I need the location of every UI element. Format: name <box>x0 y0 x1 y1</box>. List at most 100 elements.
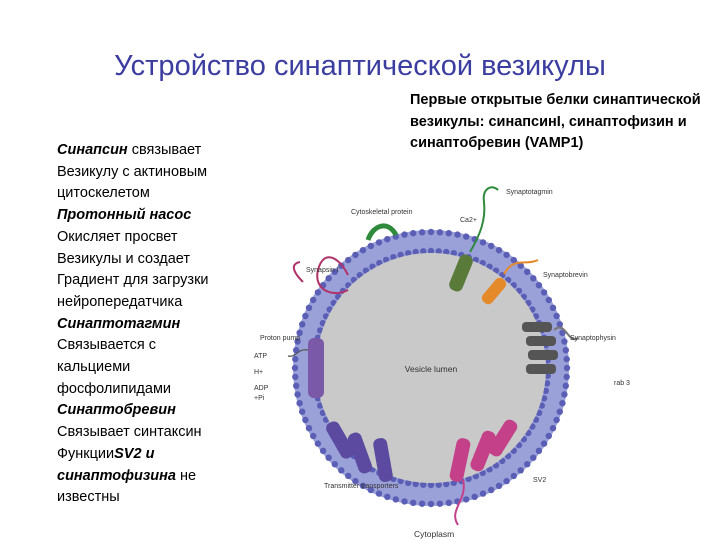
lipid-head <box>314 440 322 447</box>
lipid-head <box>545 296 552 304</box>
lipid-head <box>325 454 332 461</box>
lipid-head <box>325 275 332 282</box>
description-line: Протонный насос <box>57 205 267 227</box>
lipid-head <box>427 247 435 255</box>
vesicle-lumen <box>316 253 546 483</box>
lipid-head <box>495 247 503 254</box>
lipid-head <box>352 251 359 259</box>
line-text: нейропередатчика <box>57 293 183 310</box>
lipid-head <box>436 229 444 236</box>
lipid-head <box>540 289 548 296</box>
synaptic-vesicle-diagram: Vesicle lumen Synaptotagmin Cytoskeletal… <box>254 186 630 539</box>
line-text: фосфолипидами <box>57 380 172 397</box>
lipid-head <box>384 236 391 243</box>
protein-name: синаптофизина <box>57 467 176 484</box>
lipid-head <box>463 233 470 240</box>
description-line: Синаптотагмин <box>57 314 267 336</box>
lipid-head <box>545 432 552 440</box>
lipid-head <box>553 416 560 424</box>
lipid-head <box>488 242 495 250</box>
lipid-head <box>549 425 557 432</box>
lipid-head <box>331 268 338 275</box>
lipid-head <box>553 312 560 320</box>
synapsin-protein <box>292 256 349 295</box>
lipid-head <box>405 250 412 257</box>
description-line: Связывается с <box>57 335 267 357</box>
lipid-head <box>510 256 517 264</box>
transmitter-transporter <box>326 421 393 482</box>
lipid-head <box>384 493 391 500</box>
lipid-head <box>562 382 569 389</box>
lipid-head <box>542 387 549 394</box>
lipid-head <box>296 400 303 407</box>
lipid-head <box>401 231 408 238</box>
lipid-head <box>427 500 435 508</box>
synaptobrevin-label: Synaptobrevin <box>543 272 588 279</box>
lipid-head <box>294 338 301 345</box>
lipid-head <box>543 380 551 387</box>
h-label: H+ <box>254 369 263 376</box>
proton-pump <box>287 338 324 398</box>
lipid-head <box>563 373 570 381</box>
line-prefix: Функции <box>57 445 115 462</box>
lipid-head <box>291 364 299 372</box>
line-text: Везикулу с актиновым <box>57 163 208 180</box>
description-line: фосфолипидами <box>57 379 267 401</box>
lipid-head <box>436 500 444 507</box>
slide-title: Устройство синаптической везикулы <box>114 50 606 82</box>
lipid-head <box>345 256 352 264</box>
lipid-head <box>302 416 309 424</box>
lipid-head <box>305 304 313 311</box>
lipid-head <box>495 482 503 489</box>
protein-name: Протонный насос <box>57 207 192 224</box>
protein-name: Синапсин <box>57 142 128 158</box>
lipid-head <box>450 250 457 257</box>
lipid-head <box>397 477 404 485</box>
line-text: Связывает синтаксин <box>57 424 202 441</box>
lipid-head <box>397 251 404 259</box>
synaptophysin-protein <box>522 322 579 374</box>
lipid-head <box>540 440 548 447</box>
lipid-head <box>292 355 299 363</box>
synaptotagmin-protein <box>365 186 499 292</box>
lipid-head <box>544 372 551 379</box>
lipid-head <box>479 490 487 497</box>
lipid-head <box>517 467 524 474</box>
line-text: Связывается с <box>57 337 156 354</box>
description-line: нейропередатчика <box>57 292 267 314</box>
lipid-head <box>331 461 338 468</box>
lipid-head <box>296 329 303 336</box>
description-line: Синапсин связывает <box>57 140 267 162</box>
lipid-head <box>427 481 435 489</box>
lipid-head <box>524 461 531 468</box>
lipid-head <box>375 239 383 246</box>
lipid-head <box>294 391 301 398</box>
pi-label: +Pi <box>254 395 265 402</box>
synaptophysin-label: Synaptophysin <box>570 335 616 342</box>
lipid-head <box>345 472 352 480</box>
protein-name: SV2 и <box>114 445 155 462</box>
transporter-label: Transmitter transporters <box>324 483 399 490</box>
lipid-head <box>299 321 306 328</box>
line-text: Окисляет просвет <box>57 228 178 245</box>
synaptotagmin-label: Synaptotagmin <box>506 189 553 196</box>
cytoskeletal-protein-label: Cytoskeletal protein <box>351 209 413 216</box>
lipid-head <box>556 408 563 415</box>
lipid-head <box>561 391 568 398</box>
description-line: Окисляет просвет <box>57 227 267 249</box>
lipid-head <box>319 447 327 454</box>
description-line: Везикулу с актиновым <box>57 162 267 184</box>
lipid-head <box>503 477 510 485</box>
lipid-head <box>299 408 306 415</box>
lipid-head <box>338 467 345 474</box>
line-text: связывает <box>127 142 202 158</box>
intro-text: Первые открытые белки синаптической вези… <box>410 92 701 151</box>
lipid-head <box>535 282 543 289</box>
lipid-head <box>445 499 452 506</box>
lipid-head <box>412 480 419 488</box>
lipid-head <box>375 490 383 497</box>
lipid-head <box>418 229 426 236</box>
lipid-head <box>420 481 427 488</box>
lipid-head <box>410 499 417 506</box>
